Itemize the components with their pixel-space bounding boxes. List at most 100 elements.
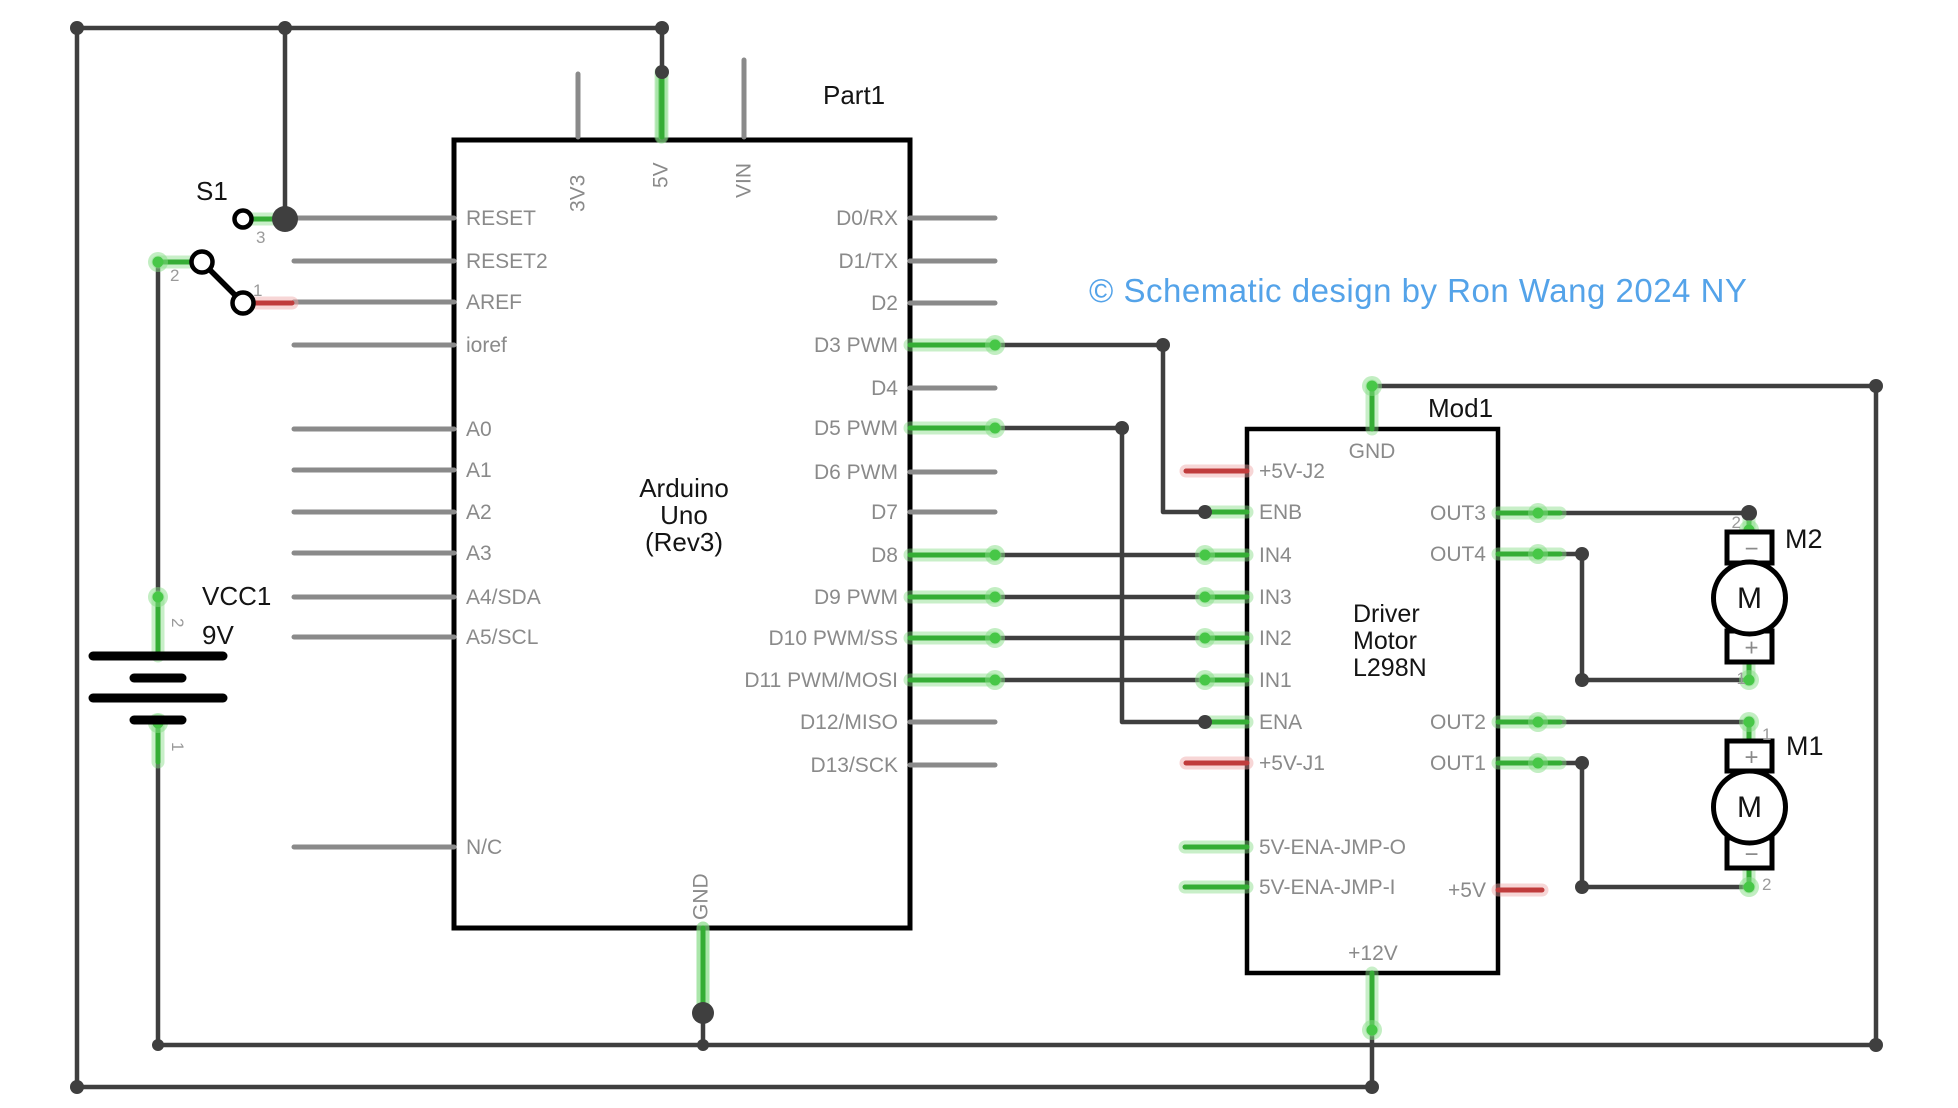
pin-label-d2: D2 [871,292,898,315]
net-dot [152,256,164,268]
switch-s1-terminal-2[interactable] [189,249,215,275]
pin-label-d3-pwm: D3 PWM [814,334,898,357]
motor-m2-m-glyph: M [1737,582,1762,615]
pin-label-a2: A2 [466,501,492,524]
arduino-box[interactable] [451,137,913,931]
pin-label-5v: +5V [1448,879,1486,902]
pin-label-3v3: 3V3 [567,175,590,212]
pin-label-5v-j2: +5V-J2 [1259,460,1325,483]
pin-label-aref: AREF [466,291,522,314]
net-dot [1199,674,1211,686]
junction-dot [1741,505,1757,521]
pin-label-gnd: GND [690,873,713,920]
junction-dot [1115,421,1129,435]
pin-label-5v-ena-jmp-i: 5V-ENA-JMP-I [1259,876,1396,899]
net-dot [1199,632,1211,644]
junction-dot [655,65,669,79]
pin-label-d5-pwm: D5 PWM [814,417,898,440]
arduino-name-line: Arduino [639,473,729,503]
motor-m1-top-terminal[interactable] [1724,738,1775,774]
pin-label-d0-rx: D0/RX [836,207,898,230]
junction-dot [70,1080,84,1094]
battery-ref-label: VCC1 [202,581,271,611]
switch-s1-terminal-1[interactable] [230,290,256,316]
arduino-name-line: (Rev3) [645,527,723,557]
junction-dot [1575,880,1589,894]
pin-label-d8: D8 [871,544,898,567]
wire[interactable] [74,25,665,75]
motor-m2-top-sign: − [1744,536,1758,563]
l298n-name-line: Motor [1353,627,1417,655]
motor-m2-ref-label: M2 [1785,524,1823,554]
pin-label-d6-pwm: D6 PWM [814,461,898,484]
pin-label-n-c: N/C [466,836,502,859]
pin-label-reset2: RESET2 [466,250,548,273]
junction-dot [1365,1080,1379,1094]
net-dot [1366,380,1378,392]
pin-label-in1: IN1 [1259,669,1292,692]
pin-label-out3: OUT3 [1430,502,1486,525]
junction-dot [1156,338,1170,352]
pin-label-d12-miso: D12/MISO [800,711,898,734]
pin-label-d4: D4 [871,377,898,400]
wire[interactable] [992,342,1208,515]
junction-dot [1575,673,1589,687]
credit-text: © Schematic design by Ron Wang 2024 NY [1089,272,1748,309]
net-dot [989,422,1001,434]
pin-label-5v: 5V [650,162,673,188]
pin-label-a5-scl: A5/SCL [466,626,538,649]
junction-dot [697,1039,709,1051]
switch-s1-terminal-3[interactable] [232,208,254,230]
pin-label-d11-pwm-mosi: D11 PWM/MOSI [744,669,898,692]
motor-m2-pin-number: 2 [1732,513,1741,532]
junction-dot [1869,379,1883,393]
pin-label-d10-pwm-ss: D10 PWM/SS [768,627,898,650]
net-dot [989,632,1001,644]
pin-label-out2: OUT2 [1430,711,1486,734]
pin-label-12v: +12V [1348,942,1398,965]
junction-dot [1198,505,1212,519]
net-dot [1199,591,1211,603]
pin-label-reset: RESET [466,207,536,230]
switch-s1-pin-number: 2 [170,266,179,285]
wire[interactable] [1557,760,1752,890]
battery-value-label: 9V [202,620,234,650]
arduino-ref-label: Part1 [823,80,885,110]
pin-label-gnd: GND [1349,440,1396,463]
pin-label-out4: OUT4 [1430,543,1486,566]
switch-s1-ref-label: S1 [196,176,228,206]
pin-label-in4: IN4 [1259,544,1292,567]
net-dot [1366,1024,1378,1036]
battery-pin-number: 2 [168,618,187,627]
motor-m2-pin-number: 1 [1737,669,1746,688]
wire[interactable] [1557,551,1752,683]
pin-label-d13-sck: D13/SCK [810,754,898,777]
wire[interactable] [992,425,1208,725]
motor-m2-bottom-sign: + [1744,635,1758,662]
junction-dot [70,21,84,35]
pin-label-in3: IN3 [1259,586,1292,609]
junction-dot [1869,1038,1883,1052]
net-dot [1532,757,1544,769]
net-dot [989,339,1001,351]
pin-label-enb: ENB [1259,501,1302,524]
switch-s1-pin-number: 3 [256,228,265,247]
pin-label-ioref: ioref [466,334,507,357]
arduino-name-line: Uno [660,500,708,530]
net-dot [989,674,1001,686]
pin-label-ena: ENA [1259,711,1302,734]
junction-dot [152,1039,164,1051]
motor-m1-body[interactable] [1711,768,1788,846]
pin-label-5v-j1: +5V-J1 [1259,752,1325,775]
motor-m2-body[interactable] [1711,559,1788,637]
junction-dot [278,21,292,35]
l298n-box[interactable] [1244,426,1501,976]
motor-m1-top-sign: + [1744,744,1758,771]
pin-label-in2: IN2 [1259,627,1292,650]
junction-dot [1198,715,1212,729]
junction-dot [1575,756,1589,770]
switch-s1-pin-number: 1 [253,281,262,300]
net-dot [989,591,1001,603]
